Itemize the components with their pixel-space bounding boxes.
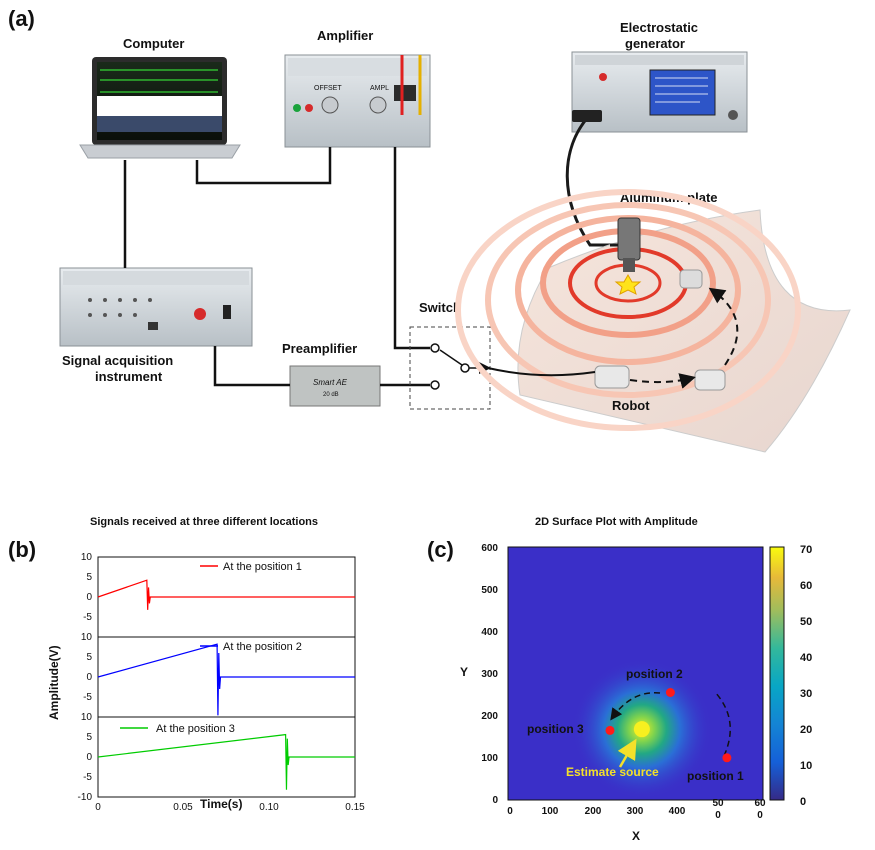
amplifier-device: Amplifier OFFSET AMPL xyxy=(284,28,431,148)
legend-3: At the position 3 xyxy=(120,723,235,735)
ytick-top-m5: -5 xyxy=(83,612,92,623)
ytick-top-10: 10 xyxy=(81,552,93,563)
cbar-50: 50 xyxy=(800,616,812,628)
heatmap-core xyxy=(633,721,650,738)
cbar-20: 20 xyxy=(800,724,812,736)
amp-offset-text: OFFSET xyxy=(314,85,342,92)
preamplifier-device: Preamplifier Smart AE 20 dB xyxy=(282,341,381,407)
c-xtick-100: 100 xyxy=(542,806,559,817)
c-ytick-300: 300 xyxy=(481,669,498,680)
ytick-mid-10: 10 xyxy=(81,632,93,643)
acquisition-instrument: Signal acquisition instrument xyxy=(59,267,253,384)
xtick-0.15: 0.15 xyxy=(345,802,365,813)
computer-laptop: Computer xyxy=(79,36,241,159)
acquisition-label-2: instrument xyxy=(95,369,163,384)
cbar-40: 40 xyxy=(800,652,812,664)
heatmap-frame xyxy=(507,546,764,801)
panel-b-xlabel: Time(s) xyxy=(200,797,242,811)
c-ytick-0: 0 xyxy=(492,795,498,806)
panel-a-tag: (a) xyxy=(8,6,35,31)
signals-plot: 10 5 0 -5 10 5 0 -5 10 5 0 -5 -10 0 0.05… xyxy=(78,552,366,813)
panel-c-xlabel: X xyxy=(632,829,640,843)
legend-2: At the position 2 xyxy=(200,641,302,653)
xtick-0.05: 0.05 xyxy=(173,802,193,813)
legend-label-1: At the position 1 xyxy=(223,561,302,573)
position-marker-1 xyxy=(722,753,732,763)
generator-plug xyxy=(572,110,602,122)
xtick-0: 0 xyxy=(95,802,101,813)
ytick-bot-0: 0 xyxy=(86,752,92,763)
amplifier-label: Amplifier xyxy=(317,28,373,43)
cbar-10: 10 xyxy=(800,760,812,772)
panel-c-ylabel: Y xyxy=(460,665,468,679)
xtick-0.10: 0.10 xyxy=(259,802,279,813)
ytick-mid-5: 5 xyxy=(86,652,92,663)
amp-ampl-text: AMPL xyxy=(370,85,389,92)
panel-c-title: 2D Surface Plot with Amplitude xyxy=(535,516,698,528)
c-ytick-200: 200 xyxy=(481,711,498,722)
signal-series-1 xyxy=(97,579,355,610)
ytick-mid-0: 0 xyxy=(86,672,92,683)
panel-c-tag: (c) xyxy=(427,537,454,562)
c-xtick-400: 400 xyxy=(669,806,686,817)
signal-series-2 xyxy=(97,643,355,716)
ytick-bot-10: 10 xyxy=(81,712,93,723)
cbar-70: 70 xyxy=(800,544,812,556)
switch-label: Switch xyxy=(419,300,461,315)
ytick-mid-m5: -5 xyxy=(83,692,92,703)
colorbar xyxy=(769,546,785,801)
panel-b-title: Signals received at three different loca… xyxy=(90,516,318,528)
c-ytick-500: 500 xyxy=(481,585,498,596)
position-1-label: position 1 xyxy=(687,769,744,783)
ytick-bot-m10: -10 xyxy=(78,792,93,803)
acquisition-label-1: Signal acquisition xyxy=(62,353,173,368)
path-p1-p2 xyxy=(714,691,731,757)
c-xtick-600b: 0 xyxy=(757,810,763,821)
computer-label: Computer xyxy=(123,36,184,51)
cbar-30: 30 xyxy=(800,688,812,700)
estimate-source-label: Estimate source xyxy=(566,765,659,779)
c-xtick-500b: 0 xyxy=(715,810,721,821)
position-marker-2 xyxy=(665,688,675,697)
aluminum-plate: Aluminum plate Robot xyxy=(455,189,851,453)
panel-b-ylabel: Amplitude(V) xyxy=(47,645,61,720)
c-xtick-300: 300 xyxy=(627,806,644,817)
cbar-0: 0 xyxy=(800,796,806,808)
c-ytick-600: 600 xyxy=(481,543,498,554)
signal-series-3 xyxy=(97,733,355,790)
c-xtick-500a: 50 xyxy=(712,798,724,809)
legend-label-2: At the position 2 xyxy=(223,641,302,653)
wiring xyxy=(123,147,430,387)
position-3-label: position 3 xyxy=(527,722,584,736)
panel-b-tag: (b) xyxy=(8,537,36,562)
robot-label: Robot xyxy=(612,398,650,413)
preamp-text-1: Smart AE xyxy=(313,378,348,387)
path-p2-p3 xyxy=(610,691,661,721)
c-xtick-600a: 60 xyxy=(754,798,766,809)
c-ytick-400: 400 xyxy=(481,627,498,638)
electrostatic-label-1: Electrostatic xyxy=(620,20,698,35)
ytick-bot-5: 5 xyxy=(86,732,92,743)
legend-1: At the position 1 xyxy=(200,561,302,573)
cbar-60: 60 xyxy=(800,580,812,592)
electrostatic-label-2: generator xyxy=(625,36,685,51)
position-2-label: position 2 xyxy=(626,667,683,681)
preamp-text-2: 20 dB xyxy=(323,392,339,398)
ytick-bot-m5: -5 xyxy=(83,772,92,783)
c-xtick-200: 200 xyxy=(585,806,602,817)
c-xtick-0: 0 xyxy=(507,806,513,817)
ytick-top-5: 5 xyxy=(86,572,92,583)
estimate-arrow xyxy=(617,738,637,768)
c-ytick-100: 100 xyxy=(481,753,498,764)
ytick-top-0: 0 xyxy=(86,592,92,603)
legend-label-3: At the position 3 xyxy=(156,723,235,735)
surface-plot: 600 500 400 300 200 100 0 0 100 200 300 … xyxy=(481,543,812,821)
position-marker-3 xyxy=(605,725,615,735)
preamplifier-label: Preamplifier xyxy=(282,341,357,356)
switch-box: Switch xyxy=(409,300,491,410)
